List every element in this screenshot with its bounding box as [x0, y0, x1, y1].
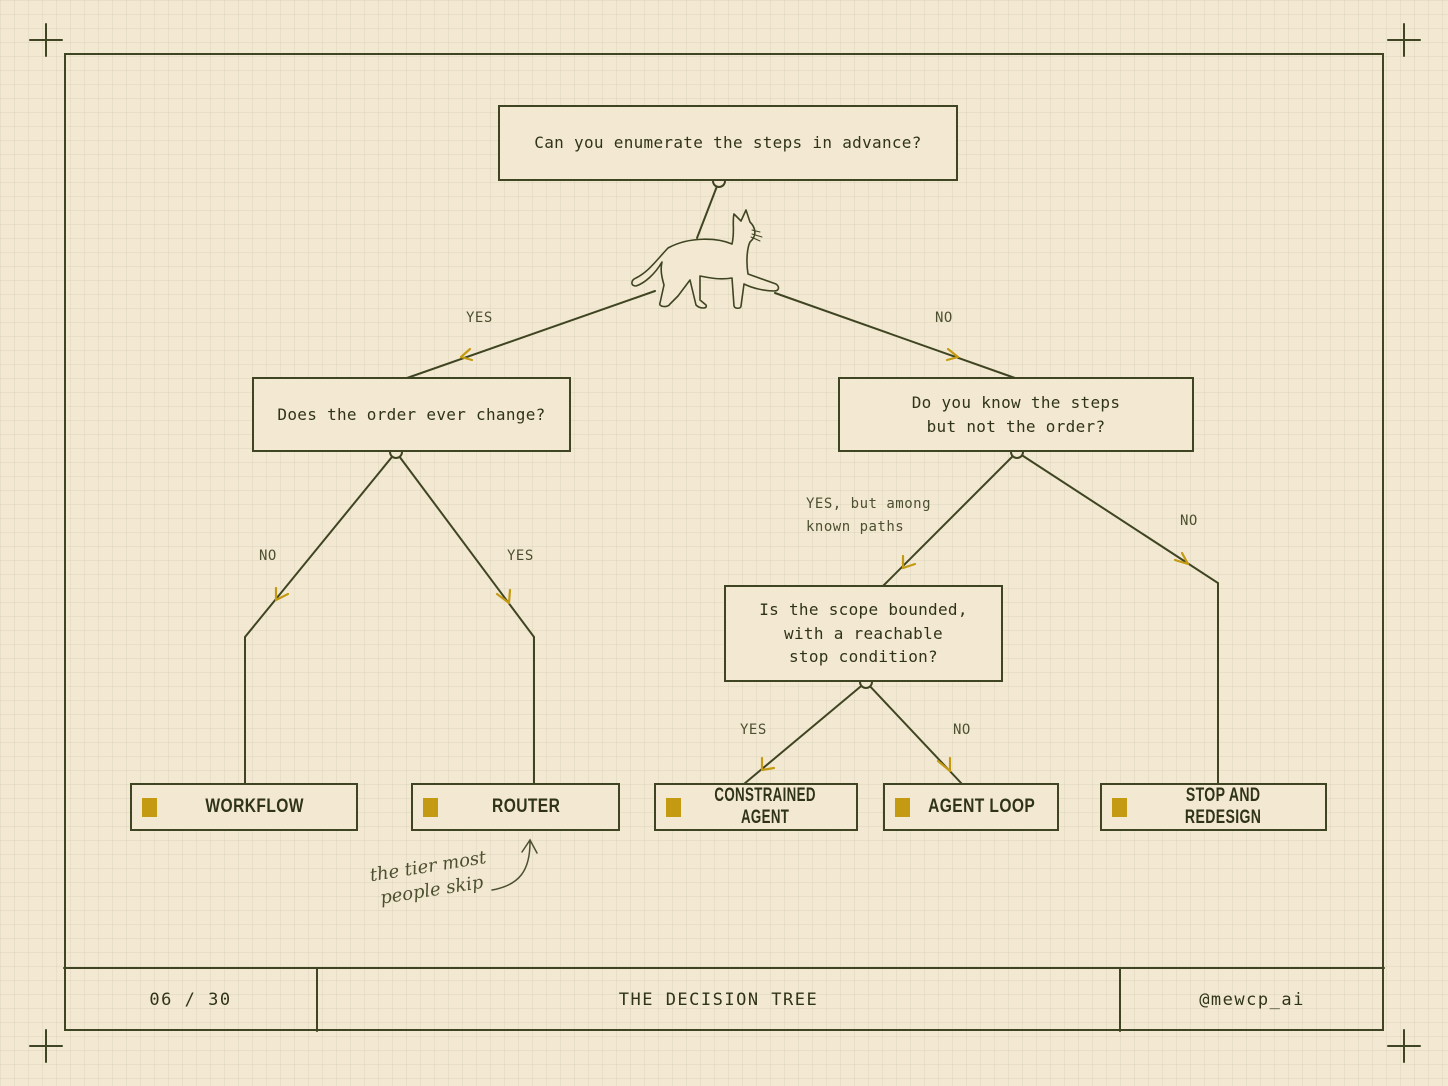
- question-enumerate-steps: Can you enumerate the steps in advance?: [498, 105, 958, 181]
- question-know-steps: Do you know the steps but not the order?: [838, 377, 1194, 452]
- cat-illustration: [631, 209, 780, 310]
- outcome-marker: [895, 798, 910, 817]
- outcome-constrained-agent: CONSTRAINED AGENT: [654, 783, 858, 831]
- chevron-q3-yes: [901, 554, 917, 570]
- question-text: Can you enumerate the steps in advance?: [534, 133, 922, 153]
- outcome-stop-redesign: STOP AND REDESIGN: [1100, 783, 1327, 831]
- chevron-q2-yes: [495, 588, 512, 605]
- edge-q1-no: [774, 292, 1016, 379]
- edge-label-q3-no: NO: [1180, 513, 1198, 529]
- edge-q1-cat: [696, 180, 720, 239]
- footer-title: THE DECISION TREE: [618, 989, 819, 1010]
- outcome-marker: [423, 798, 438, 817]
- chevron-q4-yes: [760, 756, 776, 772]
- edge-label-q3-yes: YES, but among known paths: [806, 496, 932, 535]
- chevron-q4-no: [936, 756, 952, 773]
- crosshair-bottom-right: [1387, 1029, 1421, 1063]
- outcome-agent-loop: AGENT LOOP: [883, 783, 1059, 831]
- crosshair-top-left: [29, 23, 63, 57]
- crosshair-top-right: [1387, 23, 1421, 57]
- question-text: Does the order ever change?: [277, 404, 546, 424]
- footer-handle: @mewcp_ai: [1199, 989, 1305, 1010]
- edge-label-q4-yes: YES: [740, 722, 767, 738]
- chevron-q1-no: [945, 347, 960, 362]
- crosshair-bottom-left: [29, 1029, 63, 1063]
- edge-q1-yes: [406, 290, 656, 379]
- question-order-change: Does the order ever change?: [252, 377, 571, 452]
- edge-q3-no: [1016, 451, 1219, 785]
- edge-label-q1-no: NO: [935, 310, 953, 326]
- edge-q2-no: [244, 451, 397, 785]
- chevron-q3-no: [1173, 551, 1190, 566]
- outcome-marker: [142, 798, 157, 817]
- edge-q3-yes: [882, 451, 1018, 587]
- question-scope-bounded: Is the scope bounded, with a reachable s…: [724, 585, 1003, 682]
- outcome-label: AGENT LOOP: [928, 796, 1036, 817]
- edge-q4-yes: [743, 681, 867, 785]
- outcome-label: CONSTRAINED AGENT: [714, 785, 816, 828]
- edge-label-q1-yes: YES: [466, 310, 493, 326]
- outcome-workflow: WORKFLOW: [130, 783, 358, 831]
- annotation-arrow: [491, 838, 538, 891]
- diagram-frame: [64, 53, 1384, 1031]
- footer-divider: [63, 967, 1385, 1032]
- outcome-label: WORKFLOW: [205, 796, 304, 817]
- chevron-q1-yes: [459, 347, 474, 362]
- chevron-q2-no: [274, 586, 290, 602]
- footer-page-number: 06 / 30: [149, 989, 232, 1010]
- edge-label-q2-no: NO: [259, 548, 277, 564]
- outcome-label: STOP AND REDESIGN: [1184, 785, 1262, 828]
- outcome-marker: [666, 798, 681, 817]
- edge-q2-yes: [395, 451, 535, 785]
- question-text: Do you know the steps but not the order?: [911, 393, 1121, 436]
- question-text: Is the scope bounded, with a reachable s…: [759, 600, 968, 667]
- outcome-label: ROUTER: [492, 796, 561, 817]
- outcome-marker: [1112, 798, 1127, 817]
- edge-label-q4-no: NO: [953, 722, 971, 738]
- edge-label-q2-yes: YES: [507, 548, 534, 564]
- outcome-router: ROUTER: [411, 783, 620, 831]
